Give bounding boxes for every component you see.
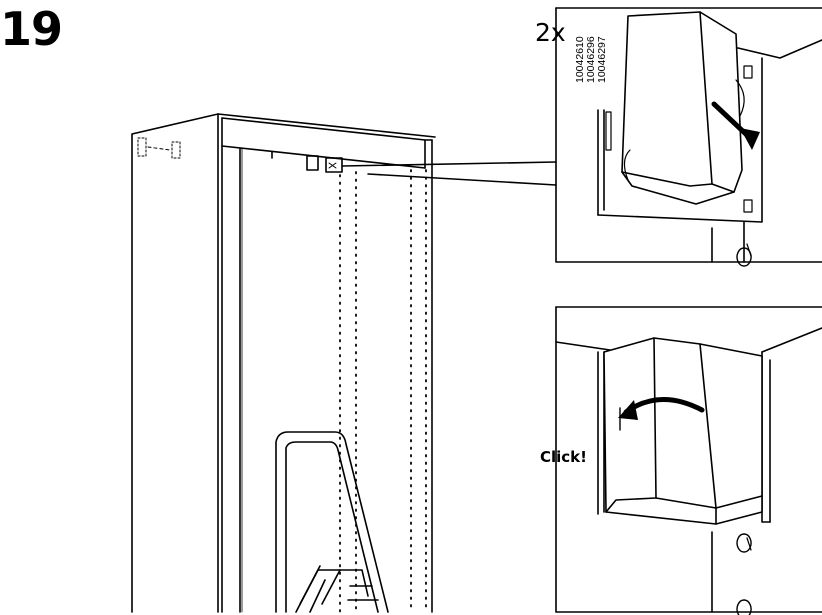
cabinet-illustration (132, 114, 556, 612)
hinge-bottom-illustration (604, 338, 762, 524)
part-number-1: 10042610 (575, 36, 586, 83)
ladder-illustration (276, 432, 388, 612)
click-label: Click! (540, 450, 587, 465)
part-number-2: 10046296 (586, 36, 597, 83)
part-number-3: 10046297 (597, 36, 608, 83)
quantity-label: 2x (535, 20, 566, 45)
step-number: 19 (0, 6, 62, 52)
hinge-top-illustration (622, 12, 760, 204)
